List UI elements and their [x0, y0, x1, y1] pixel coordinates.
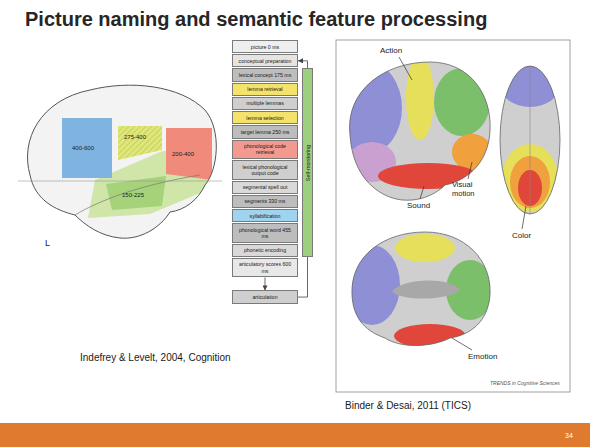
- stage-box: lemma selection: [232, 111, 298, 124]
- lateral-brain: [334, 56, 492, 200]
- box-label: target lemma 250 ms: [235, 129, 295, 135]
- stage-box: articulatory scores 600 ms: [232, 258, 298, 277]
- figure-label: Action: [380, 46, 402, 55]
- stage-box: segments 330 ms: [232, 195, 298, 208]
- striped-region: [118, 126, 162, 160]
- frontal-region: [62, 118, 112, 178]
- flow-connector: [298, 257, 308, 297]
- stage-box: phonological word 455 ms: [232, 223, 298, 242]
- ventral-outline: [500, 66, 560, 214]
- figure-label: Binder & Desai, 2011 (TICS): [345, 400, 471, 412]
- figure-label: 150-225: [122, 192, 144, 199]
- box-label: syllabification: [235, 213, 295, 219]
- box-label: multiple lemmas: [235, 100, 295, 106]
- axis-line: [18, 181, 222, 182]
- figure-label: 275-400: [124, 134, 146, 141]
- figure-label: 200-400: [172, 151, 194, 158]
- region-yellow: [395, 234, 455, 262]
- box-label: articulation: [235, 294, 295, 300]
- flow-connector: [298, 61, 308, 69]
- lateral-outline: [350, 62, 491, 200]
- brain-regions: [62, 118, 212, 218]
- region-blue: [334, 62, 402, 154]
- stage-box: multiple lemmas: [232, 97, 298, 110]
- brain-outline-fill: [28, 85, 217, 238]
- figure-label: Visual motion: [452, 181, 492, 198]
- corpus-callosum: [392, 280, 460, 298]
- box-label: lexical concept 175 ms: [235, 72, 295, 78]
- box-label: lexical phonological output code: [235, 164, 295, 176]
- leader-lines: [399, 57, 526, 350]
- medial-regions: [344, 234, 494, 348]
- medial-brain: [344, 232, 494, 348]
- slide-title: Picture naming and semantic feature proc…: [25, 7, 495, 31]
- stage-box: lexical phonological output code: [232, 160, 298, 179]
- stage-box: conceptual preparation: [232, 54, 298, 67]
- monitoring-bar: Self-monitoring: [302, 68, 313, 257]
- region-yellow: [406, 56, 434, 140]
- region-orange: [452, 134, 492, 170]
- box-label: phonological word 455 ms: [235, 227, 295, 239]
- figure-label: Indefrey & Levelt, 2004, Cognition: [80, 352, 231, 364]
- stage-box: phonological code retrieval: [232, 140, 298, 159]
- flow-connector: [265, 277, 266, 290]
- box-label: lemma retrieval: [235, 86, 295, 92]
- box-label: phonological code retrieval: [235, 143, 295, 155]
- posterior-region: [166, 128, 212, 180]
- figure-label: 400-600: [72, 145, 94, 152]
- box-label: segmental spell out: [235, 184, 295, 190]
- box-label: segments 330 ms: [235, 198, 295, 204]
- stage-box: articulation: [232, 290, 298, 303]
- leader-line: [452, 338, 472, 350]
- brain-outline: [28, 85, 217, 238]
- lateral-regions: [334, 56, 492, 189]
- medial-outline: [352, 232, 490, 346]
- box-label: lemma selection: [235, 115, 295, 121]
- stage-box: picture 0 ms: [232, 40, 298, 53]
- box-label: picture 0 ms: [235, 44, 295, 50]
- stage-box: segmental spell out: [232, 181, 298, 194]
- leader-line: [399, 57, 412, 80]
- midline: [530, 66, 531, 214]
- ventral-brain: [500, 63, 560, 214]
- ventral-base: [500, 66, 560, 214]
- stage-box: syllabification: [232, 209, 298, 222]
- stage-box: lemma retrieval: [232, 83, 298, 96]
- stage-box: lexical concept 175 ms: [232, 68, 298, 81]
- leader-line: [420, 186, 424, 199]
- stage-box: phonetic encoding: [232, 244, 298, 257]
- box-label: phonetic encoding: [235, 247, 295, 253]
- figure-label: Color: [512, 231, 531, 240]
- leader-line: [468, 162, 472, 179]
- region-green: [434, 68, 490, 136]
- stage-box: target lemma 250 ms: [232, 125, 298, 138]
- left-brain-figure: [18, 85, 222, 238]
- figure-label: Emotion: [468, 352, 497, 361]
- footer-band: [0, 423, 590, 447]
- bar-label: Self-monitoring: [305, 145, 311, 181]
- figure-label: TRENDS in Cognitive Sciences: [490, 381, 560, 387]
- figure-label: L: [45, 238, 50, 248]
- figure-label: 34: [565, 432, 573, 440]
- leader-line: [522, 206, 526, 229]
- figure-label: Sound: [407, 201, 430, 210]
- box-label: conceptual preparation: [235, 58, 295, 64]
- box-label: articulatory scores 600 ms: [235, 261, 295, 273]
